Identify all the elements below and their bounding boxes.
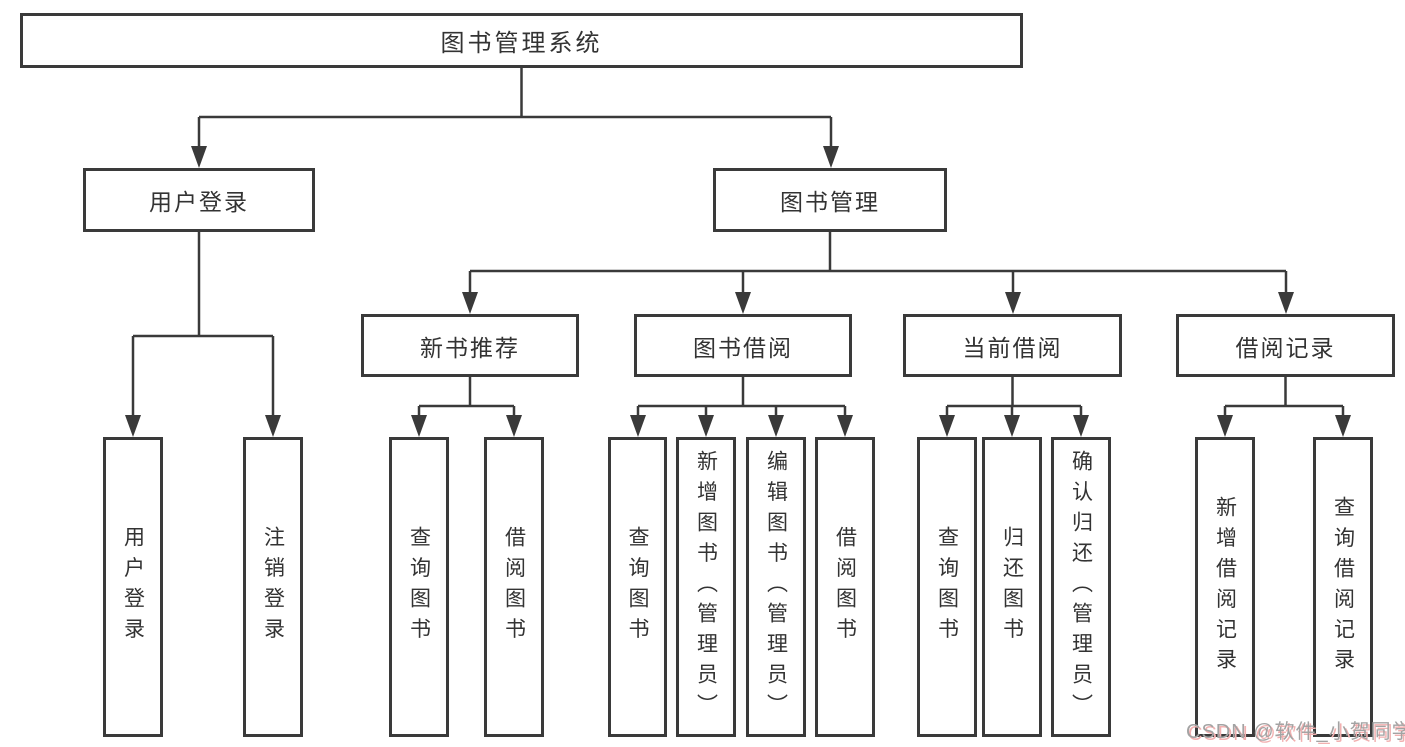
leaf-record-add: 新增借阅记录 xyxy=(1195,437,1255,737)
connector-line xyxy=(945,377,1083,421)
leaf-current-confirm-return-admin: 确认归还（管理员） xyxy=(1051,437,1111,737)
csdn-watermark: CSDN @软件_小贺同学 xyxy=(1186,721,1405,743)
node-root-library-system: 图书管理系统 xyxy=(20,13,1023,68)
node-borrow-record: 借阅记录 xyxy=(1176,314,1395,377)
leaf-borrow-borrow: 借阅图书 xyxy=(815,437,875,737)
connector-line xyxy=(417,377,516,421)
node-book-management: 图书管理 xyxy=(713,168,947,232)
leaf-logout: 注销登录 xyxy=(243,437,303,737)
leaf-current-return: 归还图书 xyxy=(982,437,1042,737)
connector-line xyxy=(468,232,1288,298)
leaf-record-query: 查询借阅记录 xyxy=(1313,437,1373,737)
leaf-borrow-query: 查询图书 xyxy=(608,437,667,737)
leaf-newbook-query: 查询图书 xyxy=(389,437,449,737)
connector-line xyxy=(131,232,275,421)
leaf-newbook-borrow: 借阅图书 xyxy=(484,437,544,737)
node-book-borrow: 图书借阅 xyxy=(634,314,852,377)
node-new-book-recommend: 新书推荐 xyxy=(361,314,579,377)
arrow-down-icon xyxy=(191,146,839,168)
connector-line xyxy=(197,68,833,152)
node-current-borrow: 当前借阅 xyxy=(903,314,1122,377)
arrow-down-icon xyxy=(939,415,1089,437)
leaf-borrow-edit-admin: 编辑图书（管理员） xyxy=(746,437,806,737)
connector-root-to-level2 xyxy=(191,68,839,168)
connector-line xyxy=(1223,377,1345,421)
connector-user-login-children xyxy=(125,232,281,437)
arrow-down-icon xyxy=(411,415,522,437)
arrow-down-icon xyxy=(125,415,281,437)
leaf-user-login: 用户登录 xyxy=(103,437,163,737)
arrow-down-icon xyxy=(630,415,853,437)
leaf-borrow-add-admin: 新增图书（管理员） xyxy=(676,437,736,737)
leaf-current-query: 查询图书 xyxy=(917,437,977,737)
connector-line xyxy=(636,377,847,421)
arrow-down-icon xyxy=(1217,415,1351,437)
arrow-down-icon xyxy=(462,292,1294,314)
connector-borrow-record-children xyxy=(1217,377,1351,437)
connector-current-borrow-children xyxy=(939,377,1089,437)
connector-book-management-to-level3 xyxy=(462,232,1294,314)
connector-new-book-children xyxy=(411,377,522,437)
connector-book-borrow-children xyxy=(630,377,853,437)
node-user-login: 用户登录 xyxy=(83,168,315,232)
